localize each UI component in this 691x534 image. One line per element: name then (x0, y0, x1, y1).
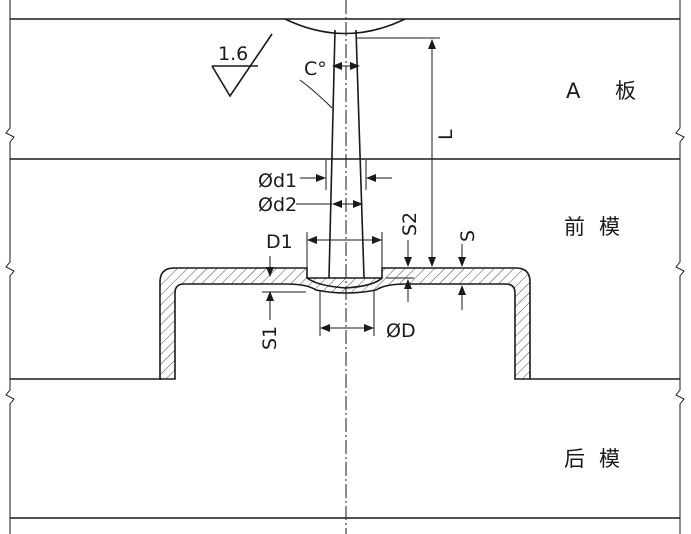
D1-label: D1 (266, 231, 293, 253)
D-label: ØD (386, 320, 416, 342)
S2-label: S2 (399, 212, 421, 236)
sprue-bushing-arc (284, 18, 406, 35)
D1-dimension: D1 (266, 231, 383, 268)
taper-label: C° (304, 58, 327, 80)
taper-callout: C° (299, 58, 360, 109)
roughness-symbol: 1.6 (211, 33, 273, 98)
zone-a-plate: A 板 (566, 79, 650, 103)
sprue-channel (328, 29, 365, 279)
S2-dimension: S2 (386, 212, 421, 302)
plate-lines (5, 0, 685, 534)
D-dimension: ØD (319, 290, 416, 342)
gate-outline (306, 277, 383, 289)
zone-front-mold: 前模 (564, 215, 634, 239)
part-section (159, 267, 531, 380)
roughness-value: 1.6 (218, 43, 248, 65)
S-label: S (457, 230, 479, 242)
zone-rear-mold: 后模 (564, 447, 634, 471)
S-dimension: S (457, 230, 479, 310)
S1-dimension: S1 (259, 256, 306, 350)
length-label: L (435, 129, 457, 140)
d2-dimension: Ød2 (258, 194, 363, 216)
length-dimension: L (356, 37, 457, 267)
d1-dimension: Ød1 (258, 160, 392, 192)
S1-label: S1 (259, 326, 281, 350)
d1-label: Ød1 (258, 170, 297, 192)
d2-label: Ød2 (258, 194, 297, 216)
